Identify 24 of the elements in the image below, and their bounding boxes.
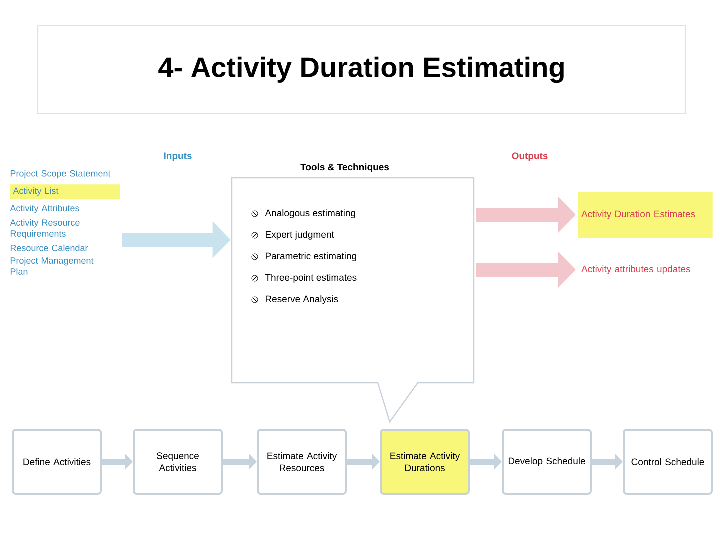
bullet-item: Analogous estimating xyxy=(265,210,356,218)
input-item: Resource Calendar xyxy=(10,244,88,252)
process-box: Estimate Activity Resources xyxy=(257,429,347,495)
process-box: Control Schedule xyxy=(623,429,713,495)
bullet-item: Three-point estimates xyxy=(265,274,357,283)
input-item: Project Scope Statement xyxy=(10,170,111,179)
process-box: Develop Schedule xyxy=(502,429,592,495)
node-label: Tools & Techniques xyxy=(300,164,390,172)
label: Outputs xyxy=(512,152,548,162)
input-item: Activity Attributes xyxy=(10,204,80,214)
input-item: Project Management Plan xyxy=(10,257,94,275)
title-box: 4- Activity Duration Estimating xyxy=(38,26,686,114)
callout-box: Tools & Techniques Analogous estimating Expert judgment Parametric estimating Three-point estimates Reserve Analysis xyxy=(231,164,475,424)
label: Inputs xyxy=(164,152,192,162)
process-box: Estimate Activity Durations xyxy=(380,429,470,495)
bullet-item: Parametric estimating xyxy=(266,252,356,262)
output-text: Activity attributes updates xyxy=(582,266,690,274)
process-box: Define Activities xyxy=(12,429,102,495)
highlighted-item: Activity List xyxy=(10,184,120,199)
highlighted-output: Activity Duration Estimates xyxy=(578,192,713,238)
input-item: Activity Resource Requirements xyxy=(10,219,80,239)
bullet-item: Expert judgment xyxy=(266,231,334,240)
bullet-item: Reserve Analysis xyxy=(266,296,338,304)
process-box: Sequence Activities xyxy=(133,429,223,495)
